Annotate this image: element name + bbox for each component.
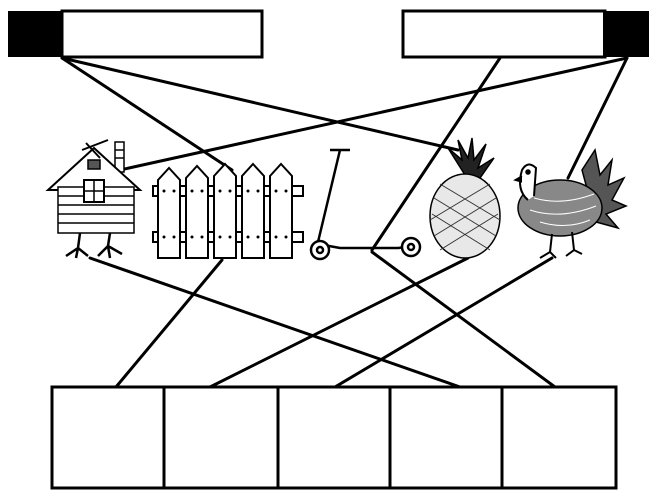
connector-line	[333, 256, 554, 389]
connector-line	[114, 258, 224, 389]
connector-line	[370, 250, 557, 389]
hut-on-chicken-legs-icon	[45, 139, 143, 259]
top-box-left[interactable]	[8, 9, 264, 59]
bottom-box-5[interactable]	[500, 385, 618, 490]
bottom-box-1[interactable]	[50, 385, 166, 490]
top-box-right-marker	[603, 11, 649, 57]
bottom-box-4[interactable]	[388, 385, 504, 490]
top-box-right-field[interactable]	[401, 9, 607, 59]
connector-line	[118, 56, 629, 172]
pineapple-icon	[429, 137, 501, 259]
bottom-answer-row	[50, 385, 618, 490]
top-box-right[interactable]	[401, 9, 649, 59]
picket-fence-icon	[152, 162, 304, 259]
bottom-box-3[interactable]	[276, 385, 392, 490]
connector-line	[88, 256, 462, 389]
top-box-left-marker	[8, 11, 64, 57]
top-box-left-field[interactable]	[60, 9, 264, 59]
connector-lines	[60, 56, 629, 389]
connector-line	[566, 56, 629, 180]
connector-line	[60, 56, 460, 152]
turkey-icon	[513, 148, 628, 259]
bottom-box-2[interactable]	[162, 385, 280, 490]
connector-line	[208, 256, 470, 389]
kick-scooter-icon	[309, 148, 422, 261]
